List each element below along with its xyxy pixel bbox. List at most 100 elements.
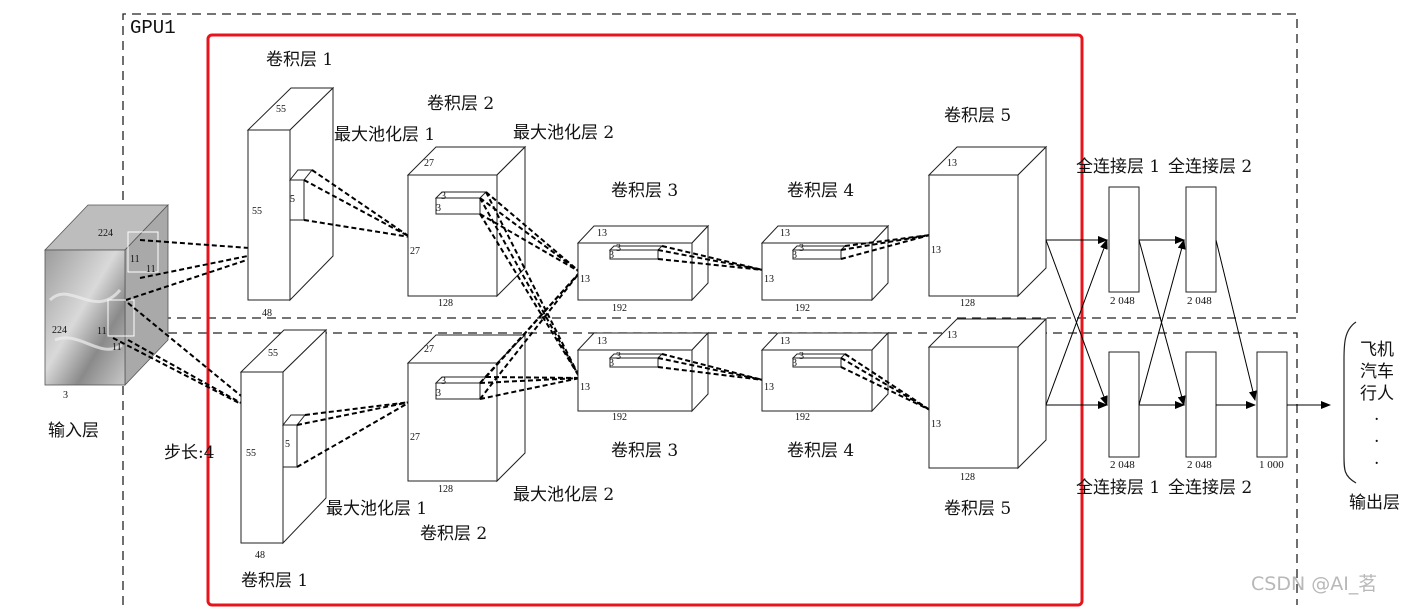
conv3-to-conv4-lines [657, 245, 764, 381]
fc3-units: 1 000 [1259, 459, 1284, 471]
conv5-bottom-depth: 128 [960, 472, 975, 483]
conv5-top-label: 卷积层 5 [944, 106, 1011, 126]
fc1-top-block [1108, 186, 1140, 293]
conv1-bottom-depth: 48 [255, 550, 265, 561]
conv4-bottom-size-a: 13 [780, 336, 790, 347]
fc1-bottom-block [1108, 351, 1140, 458]
conv1-bottom-block [239, 328, 328, 545]
fc-arrows [1045, 236, 1331, 409]
conv2-bottom-label: 卷积层 2 [420, 524, 487, 544]
input-height: 224 [52, 325, 67, 336]
conv3-bottom-size-b: 13 [580, 382, 590, 393]
conv3-top-size-a: 13 [597, 228, 607, 239]
conv1-bottom-label: 卷积层 1 [241, 571, 308, 591]
conv2-top-size-b: 27 [410, 246, 420, 257]
conv4-bottom-label: 卷积层 4 [787, 441, 854, 461]
pool1-bottom-label: 最大池化层 1 [326, 499, 427, 519]
conv5-top-size-a: 13 [947, 158, 957, 169]
pool2-top-label: 最大池化层 2 [513, 123, 614, 143]
input-image [44, 204, 169, 386]
output-dot-1: . [1374, 405, 1379, 425]
conv1-top-depth: 48 [262, 308, 272, 319]
pool1-top-label: 最大池化层 1 [334, 125, 435, 145]
conv4-bottom-kernel-b: 3 [792, 358, 797, 369]
output-dot-2: . [1374, 427, 1379, 447]
conv1-top-block [246, 86, 335, 302]
conv2-bottom-depth: 128 [438, 484, 453, 495]
input-width: 224 [98, 228, 113, 239]
conv2-top-kernel-b: 3 [436, 203, 441, 214]
conv3-bottom-kernel-a: 3 [616, 351, 621, 362]
fc1-top-label: 全连接层 1 [1076, 157, 1160, 177]
output-class-3: 行人 [1360, 384, 1394, 404]
conv2-bottom-block [406, 333, 527, 483]
conv2-top-block [406, 145, 527, 298]
conv2-bottom-kernel-a: 3 [441, 376, 446, 387]
conv5-top-size-b: 13 [931, 245, 941, 256]
conv3-top-block [576, 224, 710, 302]
fc2-bottom-units: 2 048 [1187, 459, 1212, 471]
input-label: 输入层 [48, 421, 99, 441]
conv2-top-depth: 128 [438, 298, 453, 309]
fc-layers [1108, 186, 1288, 458]
conv3-bottom-size-a: 13 [597, 336, 607, 347]
fc1-top-units: 2 048 [1110, 295, 1135, 307]
conv2-top-kernel-a: 3 [441, 191, 446, 202]
conv3-top-depth: 192 [612, 303, 627, 314]
conv2-top-size-a: 27 [424, 158, 434, 169]
fc2-bottom-label: 全连接层 2 [1168, 478, 1252, 498]
conv1-top-size-a: 55 [276, 104, 286, 115]
fc2-top-units: 2 048 [1187, 295, 1212, 307]
conv2-bottom-size-a: 27 [424, 344, 434, 355]
conv4-top-size-a: 13 [780, 228, 790, 239]
input-depth: 3 [63, 390, 68, 401]
conv4-bottom-depth: 192 [795, 412, 810, 423]
conv2-to-conv3-lines [479, 191, 581, 400]
conv4-top-depth: 192 [795, 303, 810, 314]
conv1-bottom-kernel: 5 [285, 439, 290, 450]
fc2-top-label: 全连接层 2 [1168, 157, 1252, 177]
fc1-bottom-units: 2 048 [1110, 459, 1135, 471]
conv3-top-kernel-b: 3 [609, 250, 614, 261]
conv4-top-block [760, 224, 890, 302]
conv2-top-label: 卷积层 2 [427, 94, 494, 114]
gpu-label: GPU1 [130, 17, 176, 39]
fc1-bottom-label: 全连接层 1 [1076, 478, 1160, 498]
stride-label: 步长:4 [164, 443, 215, 463]
fc3-block [1256, 351, 1288, 458]
output-label: 输出层 [1349, 493, 1400, 513]
conv4-top-label: 卷积层 4 [787, 181, 854, 201]
fc2-bottom-block [1185, 351, 1217, 458]
conv4-bottom-size-b: 13 [764, 382, 774, 393]
input-kernel-d: 11 [112, 342, 122, 353]
conv3-top-kernel-a: 3 [616, 243, 621, 254]
conv1-bottom-size-b: 55 [246, 448, 256, 459]
conv1-bottom-size-a: 55 [268, 348, 278, 359]
input-kernel-a: 11 [130, 254, 140, 265]
conv5-top-depth: 128 [960, 298, 975, 309]
conv4-top-kernel-b: 3 [792, 250, 797, 261]
conv5-bottom-size-a: 13 [947, 330, 957, 341]
conv3-bottom-depth: 192 [612, 412, 627, 423]
pool2-bottom-label: 最大池化层 2 [513, 485, 614, 505]
conv4-top-kernel-a: 3 [799, 243, 804, 254]
fc2-top-block [1185, 186, 1217, 293]
input-kernel-b: 11 [146, 264, 156, 275]
conv2-bottom-kernel-b: 3 [436, 388, 441, 399]
conv4-bottom-kernel-a: 3 [799, 351, 804, 362]
conv2-bottom-size-b: 27 [410, 432, 420, 443]
conv5-bottom-block [927, 317, 1048, 470]
conv1-top-label: 卷积层 1 [266, 50, 333, 70]
conv4-top-size-b: 13 [764, 274, 774, 285]
input-kernel-c: 11 [97, 326, 107, 337]
output-brace [1343, 321, 1357, 484]
conv4-to-conv5-lines [840, 234, 931, 411]
conv3-top-size-b: 13 [580, 274, 590, 285]
conv3-bottom-block [576, 331, 710, 413]
conv1-to-conv2-lines [296, 169, 411, 468]
conv5-bottom-size-b: 13 [931, 419, 941, 430]
output-dot-3: . [1374, 449, 1379, 469]
conv3-top-label: 卷积层 3 [611, 181, 678, 201]
